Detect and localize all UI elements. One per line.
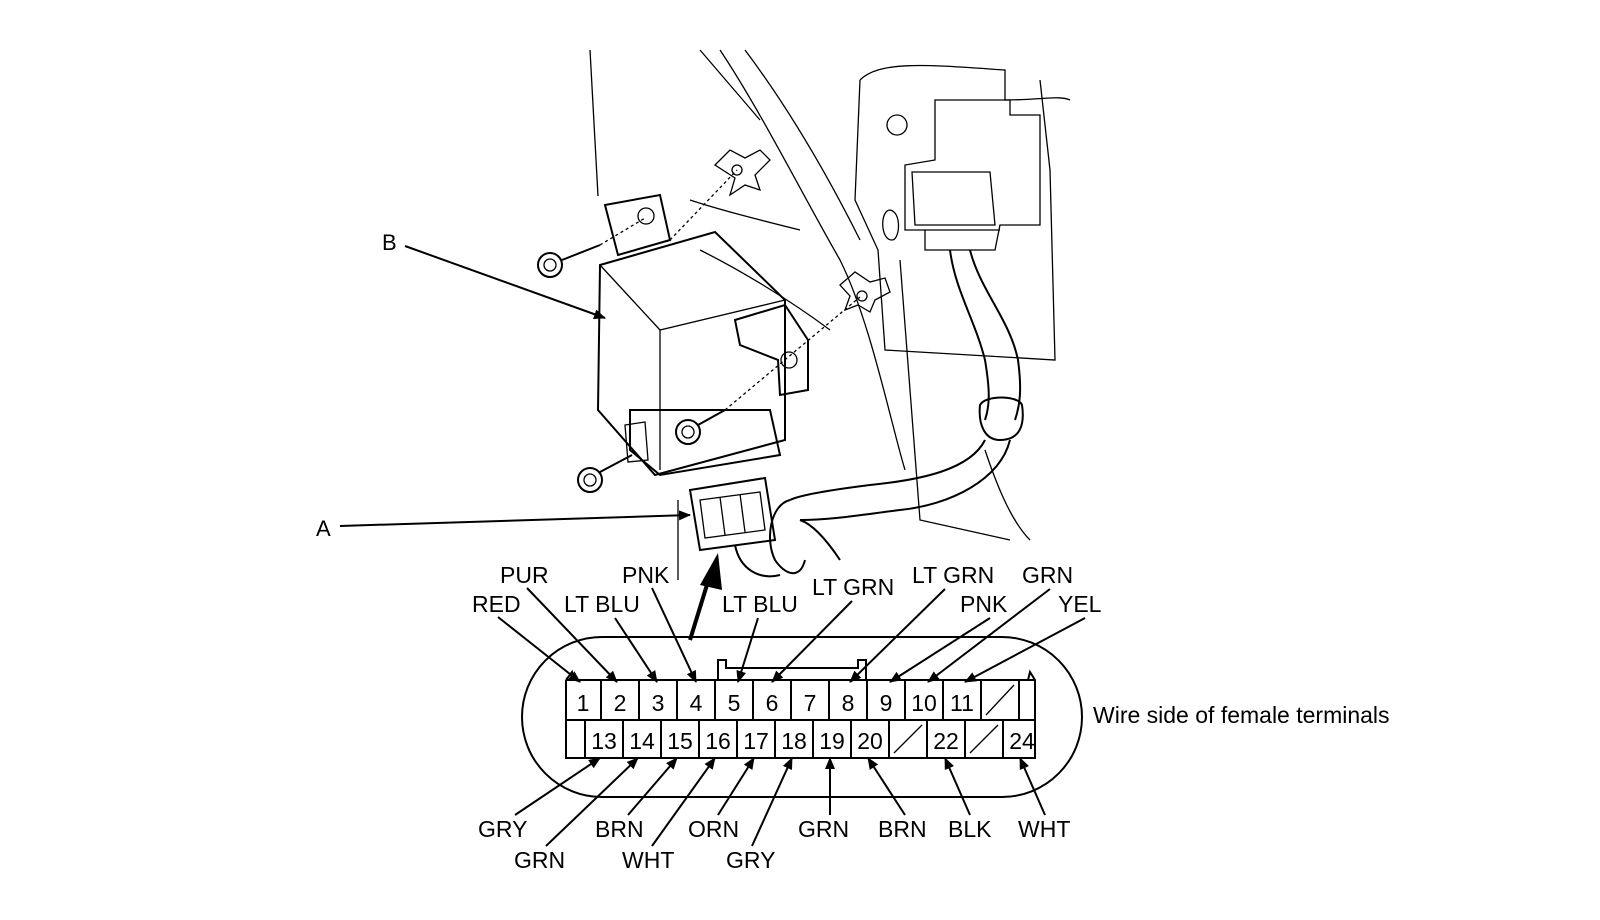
- top-pin-numbers: 1 2 3 4 5 6 7 8 9 10 11: [577, 690, 974, 716]
- pin-number-20: 20: [857, 728, 883, 754]
- pin-number-18: 18: [781, 728, 807, 754]
- wire-color-pin6: LT GRN: [812, 574, 894, 600]
- pin-number-6: 6: [766, 690, 779, 716]
- bolt-icon-upper: [537, 217, 646, 278]
- wire-color-pin14: GRN: [514, 847, 565, 873]
- empty-cavity-21: [893, 724, 923, 754]
- connector-a-illustration: [677, 476, 777, 580]
- bolt-icon-lower: [577, 454, 633, 493]
- connector-outline: [521, 636, 1083, 798]
- wire-color-pin2: PUR: [500, 562, 549, 588]
- wire-color-pin22: BLK: [948, 816, 992, 842]
- bolt-icons: [537, 169, 861, 493]
- vehicle-body-illustration: [589, 49, 1071, 578]
- pin-number-2: 2: [614, 690, 627, 716]
- pin-number-8: 8: [842, 690, 855, 716]
- top-wire-labels: RED PUR LT BLU PNK LT BLU LT GRN LT GRN …: [472, 562, 1102, 683]
- wire-color-pin15: BRN: [595, 816, 644, 842]
- wire-color-pin17: ORN: [688, 816, 739, 842]
- pin-number-15: 15: [667, 728, 693, 754]
- wire-color-pin1: RED: [472, 591, 521, 617]
- wire-color-pin16: WHT: [622, 847, 674, 873]
- wire-color-pin20: BRN: [878, 816, 927, 842]
- callout-label-b: B: [382, 230, 397, 255]
- empty-cavity-23: [969, 724, 999, 754]
- pin-number-22: 22: [933, 728, 959, 754]
- pin-number-14: 14: [629, 728, 655, 754]
- wire-color-pin24: WHT: [1018, 816, 1070, 842]
- wire-color-pin4: PNK: [622, 562, 670, 588]
- wire-color-pin9: PNK: [960, 591, 1008, 617]
- callout-label-a: A: [316, 516, 331, 541]
- wire-color-pin10: GRN: [1022, 562, 1073, 588]
- empty-cavity-12: [985, 684, 1015, 716]
- pin-number-13: 13: [591, 728, 617, 754]
- bottom-row-dividers: [584, 720, 1004, 758]
- pin-number-11: 11: [950, 690, 974, 716]
- view-direction-arrow: [688, 553, 722, 641]
- pin-number-3: 3: [652, 690, 665, 716]
- wire-color-pin13: GRY: [478, 816, 527, 842]
- pin-number-24: 24: [1009, 728, 1035, 754]
- connector-face-view: 1 2 3 4 5 6 7 8 9 10 11 13 14 15 16 17 1…: [521, 636, 1083, 798]
- pin-number-16: 16: [705, 728, 731, 754]
- pin-number-10: 10: [911, 690, 937, 716]
- wire-color-pin3: LT BLU: [564, 591, 640, 617]
- bolt-icon-middle: [675, 296, 861, 445]
- wire-color-pin19: GRN: [798, 816, 849, 842]
- pin-number-7: 7: [804, 690, 817, 716]
- wire-color-pin18: GRY: [726, 847, 775, 873]
- callout-b: B: [382, 230, 606, 319]
- control-unit-b: [596, 193, 809, 477]
- pin-number-1: 1: [577, 690, 590, 716]
- pin-number-9: 9: [880, 690, 893, 716]
- wire-color-pin11: YEL: [1058, 591, 1102, 617]
- callout-a: A: [316, 510, 691, 541]
- connector-caption: Wire side of female terminals: [1093, 702, 1390, 728]
- wire-color-pin8: LT GRN: [912, 562, 994, 588]
- top-row-dividers: [600, 680, 1020, 720]
- pin-number-19: 19: [819, 728, 845, 754]
- wire-color-pin5: LT BLU: [722, 591, 798, 617]
- pin-number-5: 5: [728, 690, 741, 716]
- bottom-pin-numbers: 13 14 15 16 17 18 19 20 22 24: [591, 728, 1035, 754]
- bottom-wire-labels: GRY GRN BRN WHT ORN GRY GRN BRN BLK WHT: [478, 757, 1070, 873]
- pin-number-4: 4: [690, 690, 703, 716]
- pin-number-17: 17: [743, 728, 769, 754]
